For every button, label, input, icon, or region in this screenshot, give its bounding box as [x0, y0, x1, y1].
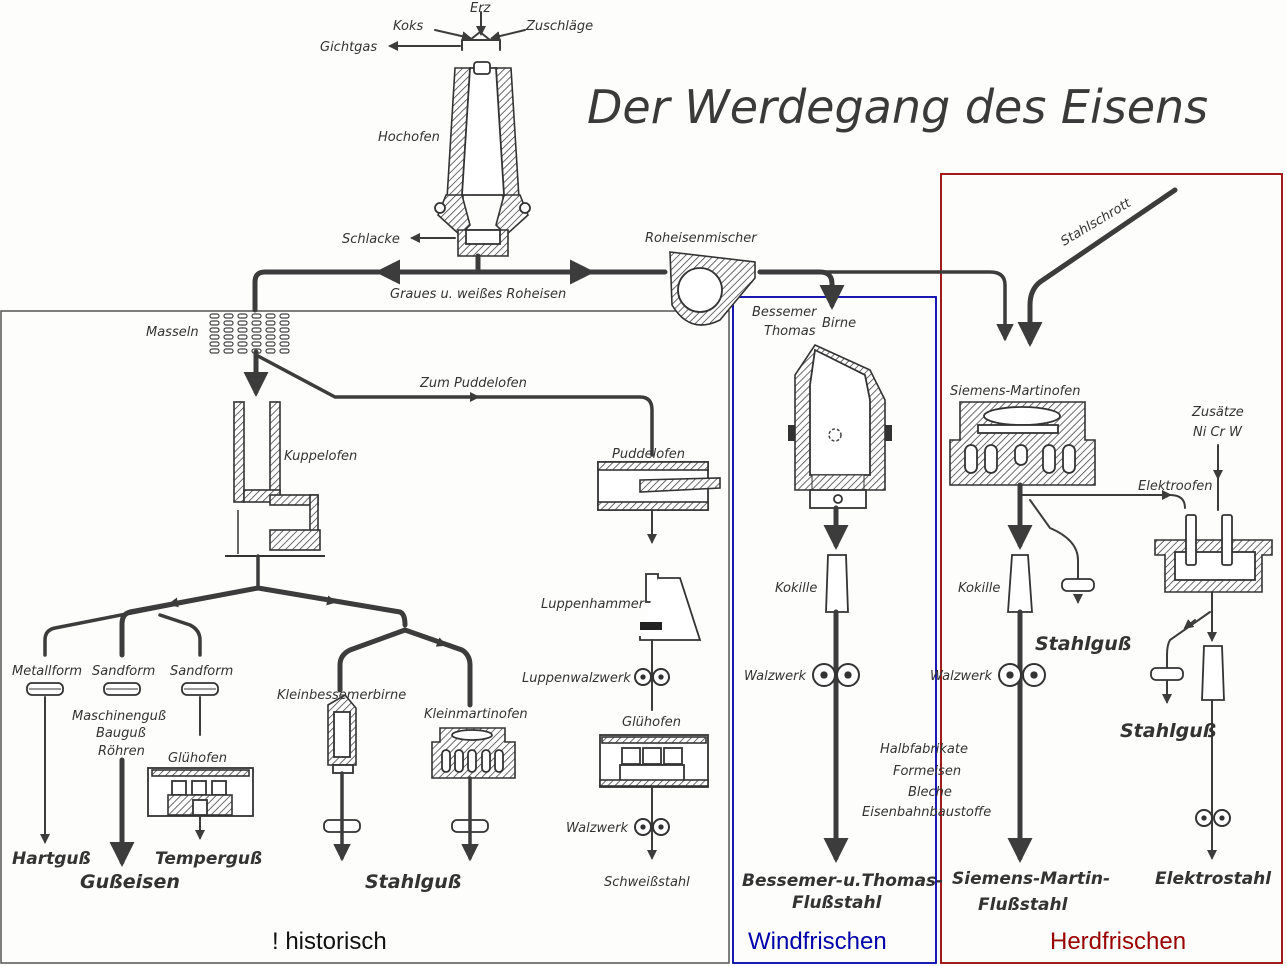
label-kokille-wind: Kokille: [775, 581, 817, 596]
label-eisenbahnbaustoffe: Eisenbahnbaustoffe: [862, 805, 991, 820]
label-gichtgas: Gichtgas: [320, 40, 377, 55]
masseln-icon: [209, 313, 290, 354]
label-bleche: Bleche: [908, 785, 952, 800]
gluehofen-right-icon: [599, 734, 709, 788]
label-stahlguss-historic: Stahlguß: [365, 871, 461, 893]
label-sm-product-2: Flußstahl: [978, 895, 1069, 915]
label-luppenhammer: Luppenhammer: [541, 597, 646, 612]
kleinmartinofen-icon: [431, 727, 516, 779]
label-thomas: Thomas: [764, 324, 816, 339]
label-kleinmartinofen: Kleinmartinofen: [424, 707, 528, 722]
label-sandform-2: Sandform: [170, 664, 233, 679]
label-schlacke: Schlacke: [342, 232, 400, 247]
walzwerk-herd-icon: [998, 663, 1046, 687]
caption-herdfrischen: Herdfrischen: [1050, 928, 1186, 955]
label-walzwerk-wind: Walzwerk: [744, 669, 807, 684]
label-gluehofen-left: Glühofen: [168, 751, 227, 766]
label-walzwerk-historic: Walzwerk: [566, 821, 629, 836]
caption-windfrischen: Windfrischen: [748, 928, 887, 955]
label-temperguss: Temperguß: [155, 849, 262, 869]
label-metallform: Metallform: [12, 664, 82, 679]
label-bessemer: Bessemer: [752, 305, 818, 320]
walzwerk-wind-icon: [812, 663, 860, 687]
label-bessemer-product-2: Flußstahl: [792, 893, 883, 913]
label-puddelofen: Puddelofen: [612, 447, 685, 462]
label-hochofen: Hochofen: [378, 130, 440, 145]
historisch-box: [0, 310, 730, 964]
label-gusseisen: Gußeisen: [80, 871, 180, 893]
mold-herd-icon: [1061, 578, 1095, 592]
label-kokille-herd: Kokille: [958, 581, 1000, 596]
label-hartguss: Hartguß: [12, 849, 91, 869]
luppenhammer-icon: [639, 573, 702, 641]
label-roheisen: Graues u. weißes Roheisen: [390, 287, 566, 302]
label-zusaetze-elements: Ni Cr W: [1193, 425, 1243, 440]
diagram-title: Der Werdegang des Eisens: [587, 80, 1208, 134]
label-birne: Birne: [822, 316, 856, 331]
kokille-herd-icon: [1007, 554, 1033, 613]
label-erz: Erz: [470, 1, 492, 16]
label-gluehofen-right: Glühofen: [622, 715, 681, 730]
label-walzwerk-herd: Walzwerk: [930, 669, 993, 684]
roheisenmischer-icon: [669, 251, 756, 326]
label-siemens-martinofen: Siemens-Martinofen: [950, 384, 1080, 399]
puddelofen-icon: [597, 461, 721, 511]
label-luppenwalzwerk: Luppenwalzwerk: [522, 671, 631, 686]
label-kuppelofen: Kuppelofen: [284, 449, 357, 464]
label-elektroofen: Elektroofen: [1138, 479, 1213, 494]
walzwerk-historic-icon: [634, 818, 670, 836]
kuppelofen-icon: [225, 401, 325, 557]
label-maschinenguss: Maschinenguß: [72, 709, 166, 724]
kleinbessemerbirne-icon: [327, 693, 357, 774]
label-halbfabrikate: Halbfabrikate: [880, 742, 968, 757]
label-roheisenmischer: Roheisenmischer: [645, 231, 758, 246]
label-zum-puddelofen: Zum Puddelofen: [419, 376, 527, 391]
label-elektrostahl: Elektrostahl: [1155, 869, 1272, 889]
mold-elektro-icon: [1150, 667, 1184, 681]
birne-icon: [788, 343, 892, 509]
herdfrischen-box: [940, 173, 1283, 964]
siemens-martinofen-icon: [949, 401, 1096, 486]
label-bauguss: Bauguß: [96, 726, 146, 741]
label-stahlguss-herd-2: Stahlguß: [1120, 720, 1216, 742]
gluehofen-left-icon: [147, 767, 254, 817]
label-koks: Koks: [393, 19, 424, 34]
label-masseln: Masseln: [146, 325, 199, 340]
elektroofen-icon: [1154, 514, 1273, 593]
label-zuschlaege: Zuschläge: [525, 19, 593, 34]
walzwerk-elektro-icon: [1195, 809, 1231, 827]
label-roehren: Röhren: [98, 744, 145, 759]
label-stahlguss-herd-1: Stahlguß: [1035, 633, 1131, 655]
caption-historisch: ! historisch: [272, 928, 387, 955]
label-sm-product-1: Siemens-Martin-: [952, 869, 1110, 889]
label-schweissstahl: Schweißstahl: [604, 875, 690, 890]
kokille-wind-icon: [825, 554, 849, 613]
label-kleinbessemerbirne: Kleinbessemerbirne: [277, 688, 406, 703]
label-formeisen: Formeisen: [893, 764, 961, 779]
kokille-elektro-icon: [1201, 645, 1225, 701]
label-zusaetze: Zusätze: [1191, 405, 1244, 420]
label-bessemer-product-1: Bessemer-u.Thomas-: [742, 871, 943, 891]
hochofen-icon: [434, 31, 531, 257]
luppenwalzwerk-icon: [634, 668, 670, 686]
label-sandform-1: Sandform: [92, 664, 155, 679]
